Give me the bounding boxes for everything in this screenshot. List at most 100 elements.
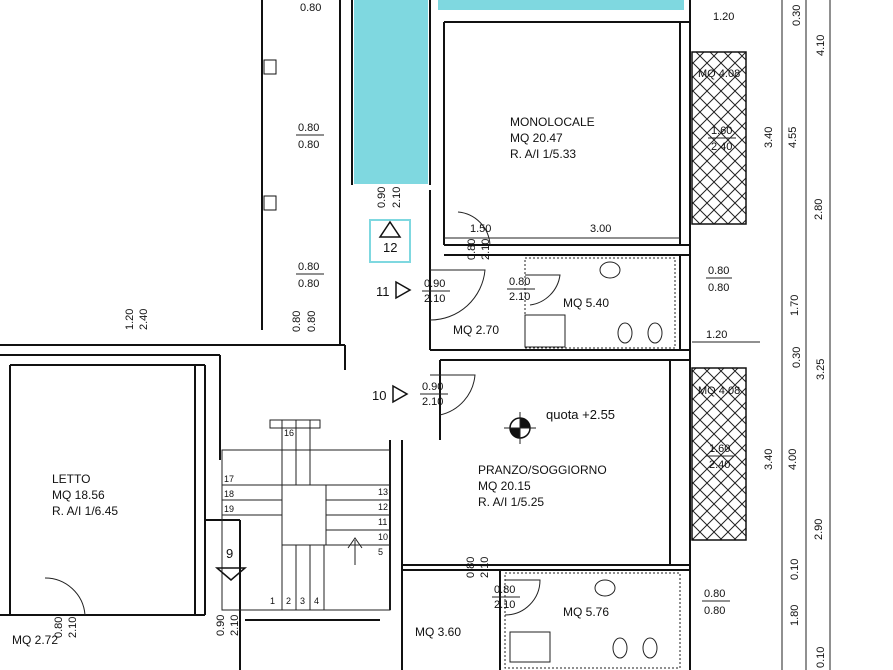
dim-label: 0.80 (494, 584, 515, 596)
marker-12-label: 12 (383, 240, 397, 255)
dim-label: 2.40 (711, 141, 732, 153)
stair-block (221, 419, 391, 611)
room-name: PRANZO/SOGGIORNO (478, 463, 607, 477)
step-number: 3 (300, 596, 305, 606)
dim-label: 2.40 (138, 309, 150, 330)
balcony1-area: MQ 4.08 (698, 68, 740, 80)
dim-label: 0.80 (708, 282, 729, 294)
dim-label: 0.30 (791, 347, 803, 368)
dim-label: 1.80 (789, 605, 801, 626)
dim-label: 1.20 (713, 11, 734, 23)
dim-label: 0.80 (704, 588, 725, 600)
closet2-area: MQ 3.60 (415, 625, 461, 639)
step-number: 17 (224, 474, 234, 484)
room-area: MQ 20.15 (478, 479, 531, 493)
dim-label: 0.80 (298, 261, 319, 273)
dim-label: 1.60 (709, 443, 730, 455)
walls (0, 0, 691, 670)
balcony2-area: MQ 4.08 (698, 385, 740, 397)
closet1-area: MQ 2.70 (453, 323, 499, 337)
top-cyan-strip (438, 0, 684, 10)
dim-label: 2.40 (709, 459, 730, 471)
dim-label: 1.60 (711, 125, 732, 137)
dim-label: 1.20 (124, 309, 136, 330)
dim-label: 0.90 (376, 187, 388, 208)
dim-label: 0.10 (789, 559, 801, 580)
dimensions-vertical: 1.20 2.40 0.80 0.80 0.90 2.10 0.80 2.10 … (53, 187, 492, 638)
bath-fixtures (504, 257, 681, 669)
dim-label: 0.80 (704, 605, 725, 617)
room-pranzo: PRANZO/SOGGIORNO MQ 20.15 R. A/I 1/5.25 (478, 463, 607, 509)
dim-label: 0.80 (708, 265, 729, 277)
dim-label: 1.50 (470, 223, 491, 235)
dim-label: 0.90 (422, 381, 443, 393)
bath2-area: MQ 5.76 (563, 605, 609, 619)
bath1-area: MQ 5.40 (563, 296, 609, 310)
marker-9-icon (214, 567, 248, 581)
dim-label: 0.80 (291, 311, 303, 332)
dim-label: 2.10 (391, 187, 403, 208)
step-number: 10 (378, 532, 388, 542)
dim-label: 0.90 (424, 278, 445, 290)
step-number: 4 (314, 596, 319, 606)
marker-11-label: 11 (376, 284, 390, 299)
marker-10-icon (392, 384, 409, 404)
dim-label: 2.10 (229, 615, 241, 636)
dim-label: 2.10 (424, 293, 445, 305)
step-number: 13 (378, 487, 388, 497)
dim-label: 0.80 (306, 311, 318, 332)
dim-label: 0.10 (815, 647, 827, 668)
room-monolocale: MONOLOCALE MQ 20.47 R. A/I 1/5.33 (510, 115, 595, 161)
dim-label: 3.40 (763, 127, 775, 148)
step-number: 16 (284, 428, 294, 438)
dim-label: 3.00 (590, 223, 611, 235)
dimensions-right-chain: 0.30 4.10 3.40 4.55 2.80 1.70 0.30 3.25 … (763, 0, 831, 670)
dim-label: 0.80 (298, 139, 319, 151)
dim-label: 2.10 (479, 557, 491, 578)
columns (263, 59, 411, 263)
marker-10-label: 10 (372, 388, 386, 403)
dim-label: 0.80 (465, 557, 477, 578)
room-area: MQ 20.47 (510, 131, 563, 145)
dim-label: 2.80 (813, 199, 825, 220)
room-ratio: R. A/I 1/5.25 (478, 495, 544, 509)
step-number: 12 (378, 502, 388, 512)
step-number: 19 (224, 504, 234, 514)
dim-label: 0.80 (298, 278, 319, 290)
dim-label: 0.80 (298, 122, 319, 134)
quota-label: quota +2.55 (546, 407, 615, 422)
dim-label: 0.90 (215, 615, 227, 636)
dim-label: 2.10 (494, 599, 515, 611)
dim-label: 0.80 (466, 239, 478, 260)
dim-label: 2.10 (509, 291, 530, 303)
small-left-area: MQ 2.72 (12, 633, 58, 647)
quota-marker (504, 412, 536, 444)
step-number: 1 (270, 596, 275, 606)
step-number: 5 (378, 547, 383, 557)
marker-12-icon (378, 220, 402, 238)
step-number: 18 (224, 489, 234, 499)
dim-label: 4.55 (787, 127, 799, 148)
dim-label: 3.40 (763, 449, 775, 470)
dim-label: 0.80 (300, 2, 321, 14)
dim-label: 1.20 (706, 329, 727, 341)
dim-label: 0.80 (53, 617, 65, 638)
dim-label: 1.70 (789, 295, 801, 316)
doors (44, 211, 561, 616)
room-name: MONOLOCALE (510, 115, 595, 129)
dimensions-horizontal: 0.80 0.80 0.80 0.80 0.80 1.20 1.50 3.00 … (296, 2, 760, 617)
step-number: 11 (378, 517, 387, 527)
marker-11-icon (395, 280, 412, 300)
dim-label: 2.90 (813, 519, 825, 540)
dim-label: 2.10 (67, 617, 79, 638)
dim-label: 4.10 (815, 35, 827, 56)
stair-step-numbers: 16 17 18 19 13 12 11 10 2 3 4 5 1 (224, 428, 388, 606)
dim-label: 0.30 (791, 5, 803, 26)
step-number: 2 (286, 596, 291, 606)
room-name: LETTO (52, 472, 90, 486)
marker-9-label: 9 (226, 546, 233, 561)
room-ratio: R. A/I 1/5.33 (510, 147, 576, 161)
dim-label: 3.25 (815, 359, 827, 380)
stairwell-fill (354, 0, 428, 184)
